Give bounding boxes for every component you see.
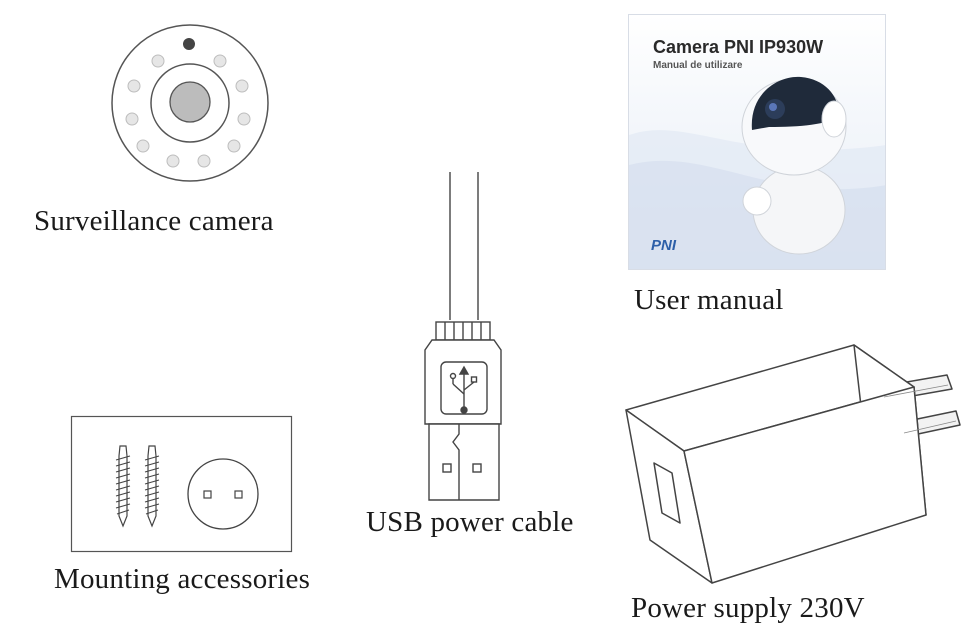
power-adapter-icon — [625, 344, 961, 584]
manual-cover-subtitle: Manual de utilizare — [653, 60, 743, 71]
usb-cable-icon — [424, 172, 502, 501]
power-caption: Power supply 230V — [631, 592, 865, 624]
camera-caption: Surveillance camera — [34, 205, 274, 237]
camera-icon — [111, 24, 269, 182]
manual-cover-title: Camera PNI IP930W — [653, 37, 824, 57]
manual-cover-icon: Camera PNI IP930W Manual de utilizare PN… — [628, 14, 886, 270]
manual-brand-logo: PNI — [651, 237, 677, 254]
surveillance-camera — [106, 24, 276, 186]
usb-cable — [415, 172, 515, 507]
mounting-caption: Mounting accessories — [54, 563, 311, 595]
screws-and-anchor-icon — [70, 415, 293, 553]
mounting-accessories — [70, 415, 293, 553]
cable-caption: USB power cable — [366, 506, 574, 538]
manual-caption: User manual — [634, 284, 784, 316]
power-supply — [622, 344, 964, 585]
